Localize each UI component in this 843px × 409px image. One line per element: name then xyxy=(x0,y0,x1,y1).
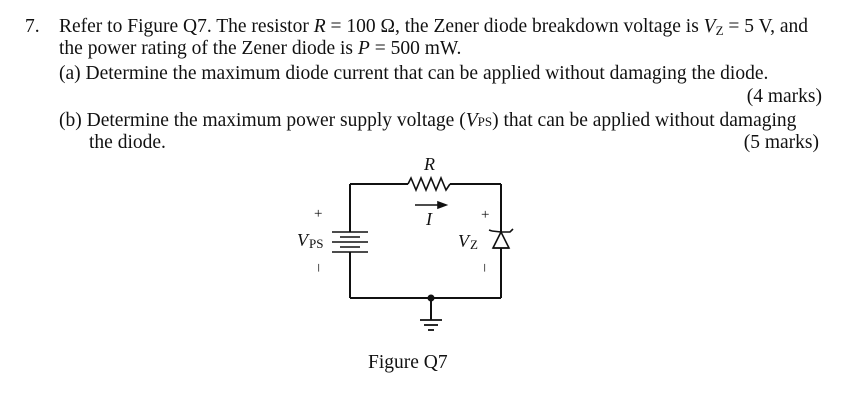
circuit-diagram: R I + V PS – + V Z – xyxy=(297,154,514,331)
vz-label-v: V xyxy=(458,231,471,251)
vz-minus: – xyxy=(477,263,493,272)
symbol-r: R xyxy=(313,16,326,37)
text-segment: ) that can be applied without damaging xyxy=(492,110,797,131)
figure-caption: Figure Q7 xyxy=(368,352,448,373)
part-b-text-line-2: the diode. xyxy=(89,132,166,153)
question-line-1: Refer to Figure Q7. The resistor R = 100… xyxy=(59,16,808,38)
symbol-v: V xyxy=(703,16,716,37)
vz-plus: + xyxy=(481,207,489,223)
part-b-marks: (5 marks) xyxy=(743,132,819,153)
zener-diode-symbol xyxy=(488,228,514,249)
vps-minus: – xyxy=(311,263,327,272)
resistor-label: R xyxy=(423,154,435,174)
ground-symbol xyxy=(420,319,442,331)
text-segment: = 5 V, and xyxy=(723,16,809,37)
text-segment: (b) Determine the maximum power supply v… xyxy=(59,110,466,131)
resistor-symbol xyxy=(407,175,451,193)
subscript-ps: PS xyxy=(477,114,493,129)
subscript-z: Z xyxy=(715,23,724,38)
vz-label-subscript: Z xyxy=(470,237,478,252)
text-segment: = 500 mW. xyxy=(369,38,462,59)
text-segment: Refer to Figure Q7. The resistor xyxy=(59,16,314,37)
vps-label-subscript: PS xyxy=(309,236,323,251)
vps-plus: + xyxy=(314,206,322,222)
current-arrow xyxy=(415,200,449,210)
question-number: 7. xyxy=(25,16,40,37)
vps-label-v: V xyxy=(297,230,310,250)
part-a-text: (a) Determine the maximum diode current … xyxy=(59,63,769,84)
part-b-text: (b) Determine the maximum power supply v… xyxy=(59,110,796,133)
current-label: I xyxy=(425,209,433,229)
text-segment: the power rating of the Zener diode is xyxy=(59,38,358,59)
text-segment: = 100 Ω, the Zener diode breakdown volta… xyxy=(325,16,704,37)
question-line-2: the power rating of the Zener diode is P… xyxy=(59,38,461,60)
symbol-v: V xyxy=(465,110,478,131)
junction-dot xyxy=(427,294,435,302)
battery-symbol xyxy=(332,231,368,253)
symbol-p: P xyxy=(357,38,370,59)
part-a-marks: (4 marks) xyxy=(746,86,822,107)
